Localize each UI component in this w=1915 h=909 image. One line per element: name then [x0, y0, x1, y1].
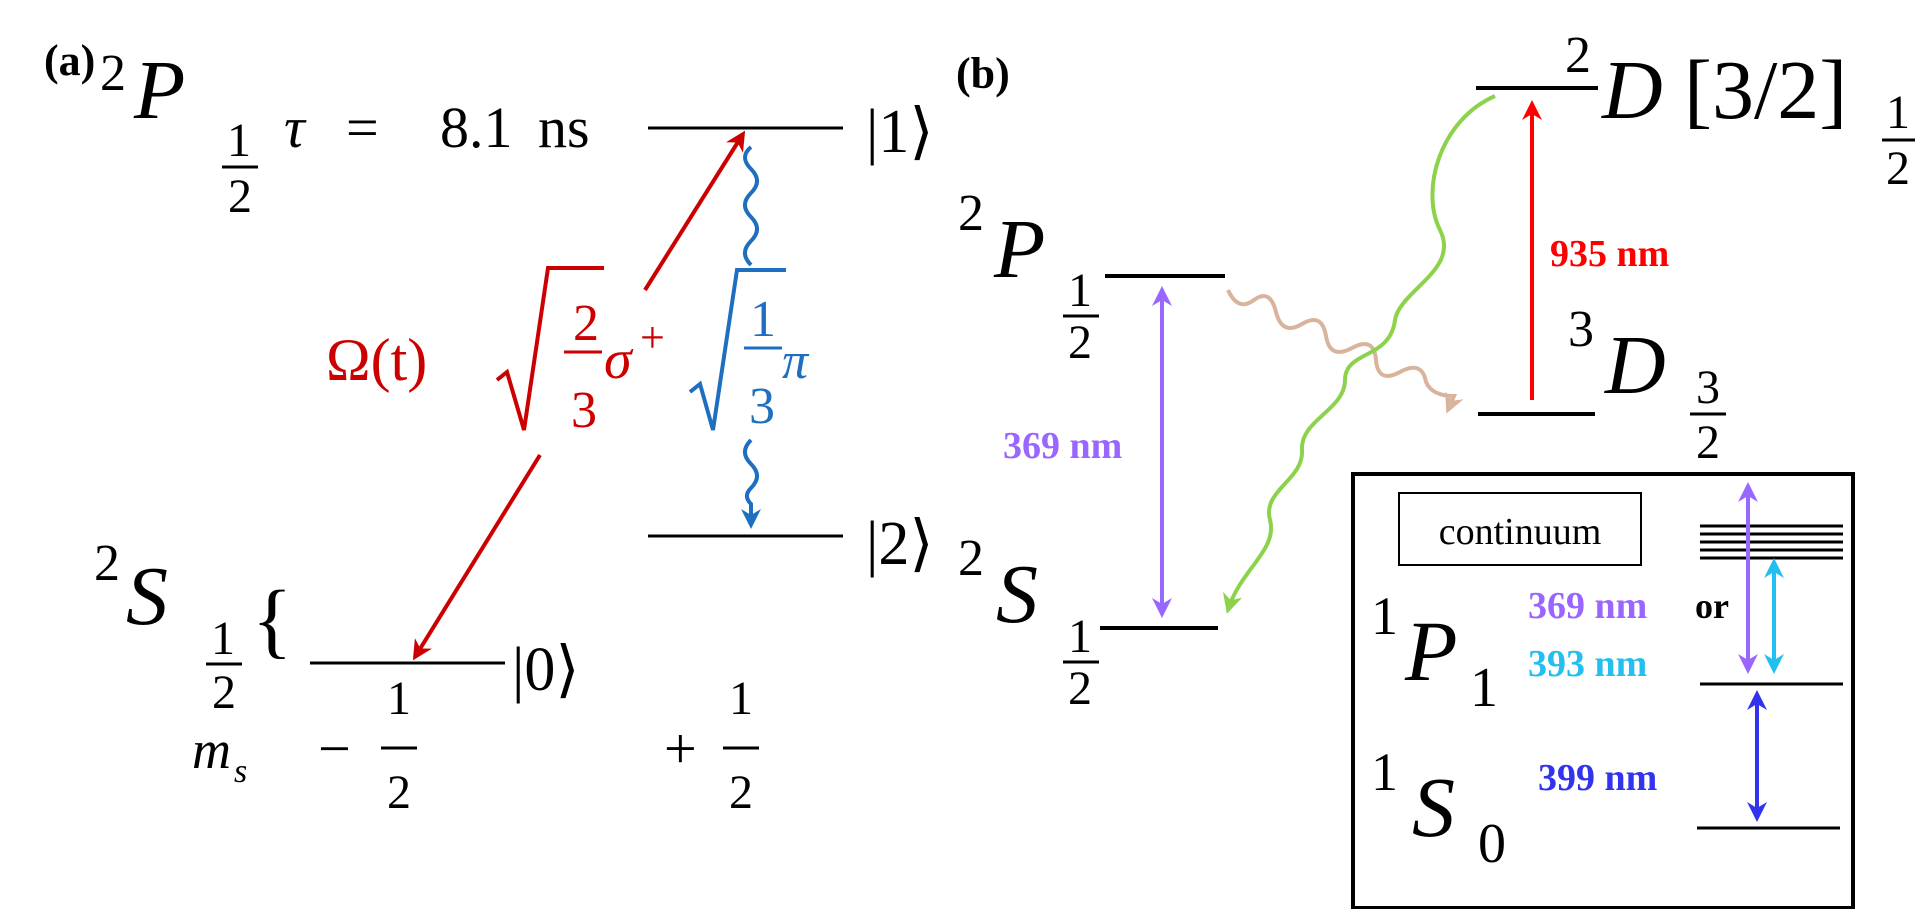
continuum-label: continuum — [1439, 511, 1602, 553]
inset-p1-term: 1 P 1 — [1371, 586, 1498, 719]
ms-minus-num: 1 — [387, 672, 411, 725]
inset-s0-superscript: 1 — [1371, 742, 1398, 802]
inset-p1-letter: P — [1404, 603, 1458, 699]
inset-label-399: 399 nm — [1538, 757, 1657, 799]
b-s-letter: S — [996, 548, 1038, 641]
sigma-symbol: σ — [604, 329, 634, 391]
panel-b: (b) 2 P 1 2 2 S 1 2 3 D 3 2 2 D — [956, 27, 1915, 715]
lifetime-unit: ns — [538, 95, 590, 160]
lifetime-value: 8.1 — [440, 95, 513, 160]
rabi-arrow-up — [643, 130, 746, 292]
b-s-frac-den: 2 — [1068, 662, 1092, 715]
b-s-frac-num: 1 — [1068, 610, 1092, 663]
sigma-frac-den: 3 — [571, 382, 597, 439]
sigma-superscript: + — [640, 313, 665, 362]
ket-2-label: |2⟩ — [866, 510, 934, 578]
equals-sign: = — [346, 95, 379, 160]
inset-label-369: 369 nm — [1528, 585, 1647, 627]
inset-s0-term: 1 S 0 — [1371, 742, 1506, 875]
pi-frac-num: 1 — [750, 291, 776, 348]
panel-b-d32-term: 3 D 3 2 — [1568, 301, 1726, 469]
panel-b-label: (b) — [956, 49, 1010, 98]
continuum-box — [1398, 492, 1642, 566]
b-label-935: 935 nm — [1550, 233, 1669, 275]
panel-b-p-term: 2 P 1 2 — [958, 185, 1099, 369]
lifetime-label: τ = 8.1 ns — [284, 95, 590, 160]
b-p-frac-den: 2 — [1068, 316, 1092, 369]
b-dup-letter: D — [1601, 44, 1663, 137]
b-s-superscript: 2 — [958, 530, 984, 587]
panel-a-p-term: 2 P 1 2 — [100, 44, 258, 223]
panel-a-label: (a) — [44, 36, 95, 85]
sigma-frac-num: 2 — [573, 295, 599, 352]
s-term-frac-num: 1 — [211, 612, 235, 665]
ms-label-m: m — [192, 720, 231, 780]
decay-wave-upper — [743, 145, 759, 267]
inset-label-or: or — [1695, 586, 1729, 626]
pi-frac-den: 3 — [749, 378, 775, 435]
b-d32-frac-den: 2 — [1696, 416, 1720, 469]
rabi-label: Ω(t) — [326, 327, 427, 393]
b-label-369: 369 nm — [1003, 425, 1122, 467]
b-dup-superscript: 2 — [1565, 27, 1591, 84]
b-p-frac-num: 1 — [1068, 264, 1092, 317]
p-term-frac-num: 1 — [227, 114, 251, 167]
b-dup-frac-num: 1 — [1886, 86, 1910, 139]
ms-plus-num: 1 — [729, 672, 753, 725]
p-term-letter: P — [133, 44, 185, 137]
p-term-frac-den: 2 — [228, 170, 252, 223]
b-dup-bracket: [3/2] — [1684, 44, 1847, 137]
b-d32-letter: D — [1604, 319, 1666, 412]
pi-coefficient: 1 3 π — [688, 268, 810, 435]
b-p-superscript: 2 — [958, 185, 984, 242]
panel-b-s-term: 2 S 1 2 — [958, 530, 1099, 715]
ms-plus-den: 2 — [729, 766, 753, 819]
b-decay-wave-green — [1223, 94, 1496, 614]
b-p-letter: P — [993, 203, 1045, 296]
pi-sqrt-sign — [688, 268, 786, 431]
sigma-sqrt-sign — [495, 266, 604, 431]
ket-0-label: |0⟩ — [512, 636, 580, 704]
inset-p1-subscript: 1 — [1470, 657, 1498, 719]
ms-plus-sign: + — [664, 716, 697, 781]
b-dup-frac-den: 2 — [1886, 142, 1910, 195]
inset-panel: continuum 1 P 1 1 S 0 369 nm o — [1351, 472, 1855, 909]
b-decay-wave-tan — [1226, 289, 1464, 414]
s-term-letter: S — [126, 550, 168, 643]
s-term-frac-den: 2 — [212, 666, 236, 719]
s-term-brace: { — [252, 574, 292, 667]
p-term-superscript: 2 — [100, 45, 126, 102]
sigma-plus-coefficient: 2 3 σ + — [495, 266, 665, 439]
ket-1-label: |1⟩ — [866, 98, 934, 166]
inset-p1-superscript: 1 — [1371, 586, 1398, 646]
ms-label-sub: s — [234, 753, 247, 790]
inset-s0-letter: S — [1412, 759, 1455, 855]
panel-a: (a) 2 P 1 2 τ = 8.1 ns |1⟩ |2⟩ |0⟩ 2 S 1 — [44, 36, 934, 819]
b-d32-frac-num: 3 — [1696, 361, 1720, 414]
tau-symbol: τ — [284, 95, 307, 160]
decay-wave-lower — [741, 438, 761, 529]
pi-symbol: π — [782, 333, 810, 390]
panel-a-s-term: 2 S 1 2 { — [94, 535, 292, 719]
panel-b-d-upper-term: 2 D [3/2] 1 2 — [1565, 27, 1915, 195]
b-d32-superscript: 3 — [1568, 301, 1594, 358]
inset-s0-subscript: 0 — [1478, 813, 1506, 875]
ms-minus-sign: − — [318, 716, 351, 781]
s-term-superscript: 2 — [94, 535, 120, 592]
rabi-arrow-down — [412, 453, 542, 661]
ms-minus-den: 2 — [387, 766, 411, 819]
inset-label-393: 393 nm — [1528, 643, 1647, 685]
